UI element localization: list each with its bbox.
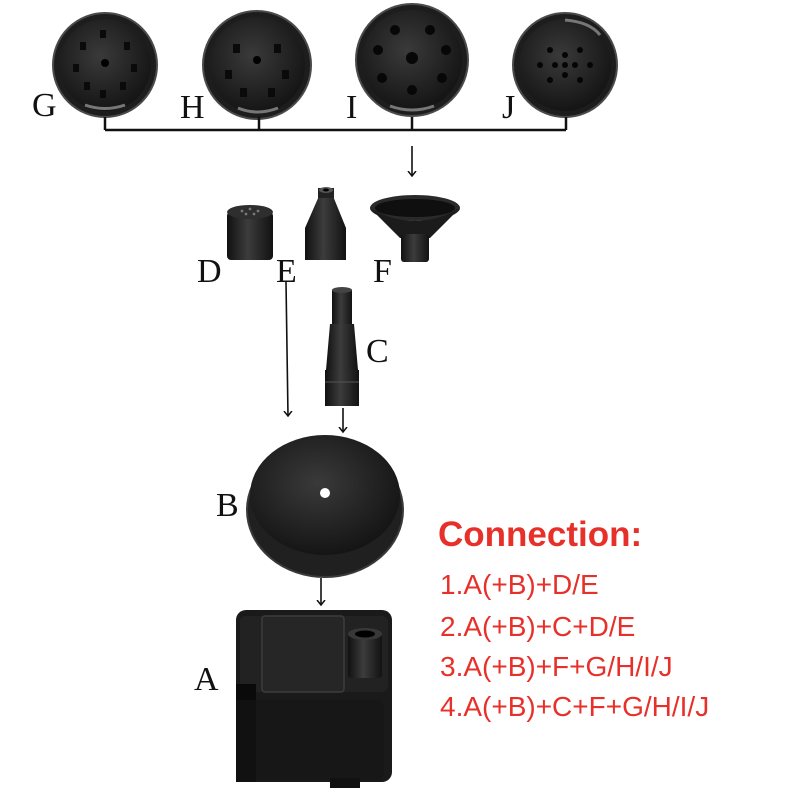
label-g: G: [32, 87, 57, 124]
connection-title: Connection:: [438, 515, 642, 554]
label-e: E: [276, 253, 297, 290]
nozzle-e: [305, 187, 346, 260]
sponge-disc-b: [246, 435, 404, 578]
nozzle-bracket: [103, 117, 568, 132]
label-f: F: [373, 253, 392, 290]
connection-step-4: 4.A(+B)+C+F+G/H/I/J: [440, 691, 709, 722]
label-j: J: [502, 89, 515, 126]
arrow-e-to-b: [286, 281, 288, 416]
label-b: B: [216, 487, 239, 524]
connection-step-1: 1.A(+B)+D/E: [440, 569, 599, 600]
label-c: C: [366, 333, 389, 370]
label-i: I: [346, 89, 357, 126]
connection-step-2: 2.A(+B)+C+D/E: [440, 611, 635, 642]
nozzle-i: [355, 3, 469, 117]
extension-tube-c: [325, 287, 359, 406]
nozzle-d: [227, 205, 273, 260]
nozzle-g: [52, 12, 158, 118]
pump-a: [236, 610, 392, 788]
connection-step-3: 3.A(+B)+F+G/H/I/J: [440, 651, 673, 682]
label-a: A: [194, 661, 219, 698]
label-h: H: [180, 89, 205, 126]
nozzle-j: [512, 12, 618, 118]
nozzle-f: [370, 195, 460, 262]
nozzle-h: [202, 10, 312, 120]
label-d: D: [197, 253, 222, 290]
